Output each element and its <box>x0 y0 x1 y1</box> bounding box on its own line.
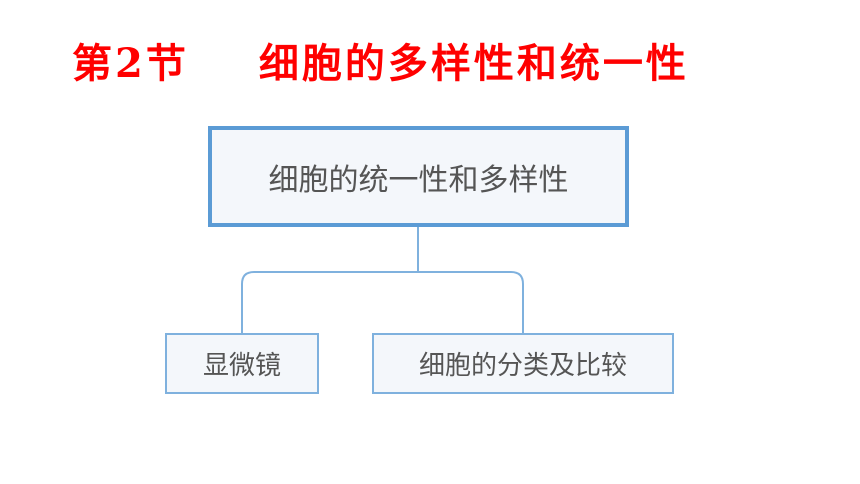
section-number: 第2节 <box>72 40 189 87</box>
connector-to-child-1 <box>241 227 419 333</box>
child-node-label: 显微镜 <box>202 351 281 381</box>
section-title: 细胞的多样性和统一性 <box>258 40 689 87</box>
child-node-cell-classification[interactable]: 细胞的分类及比较 <box>372 333 674 394</box>
root-node-label: 细胞的统一性和多样性 <box>268 162 569 198</box>
child-node-label: 细胞的分类及比较 <box>418 351 627 381</box>
child-node-microscope[interactable]: 显微镜 <box>165 333 319 394</box>
connector-to-child-2 <box>418 271 524 333</box>
page-title: 第2节 细胞的多样性和统一性 <box>72 36 689 92</box>
root-node[interactable]: 细胞的统一性和多样性 <box>208 126 629 227</box>
